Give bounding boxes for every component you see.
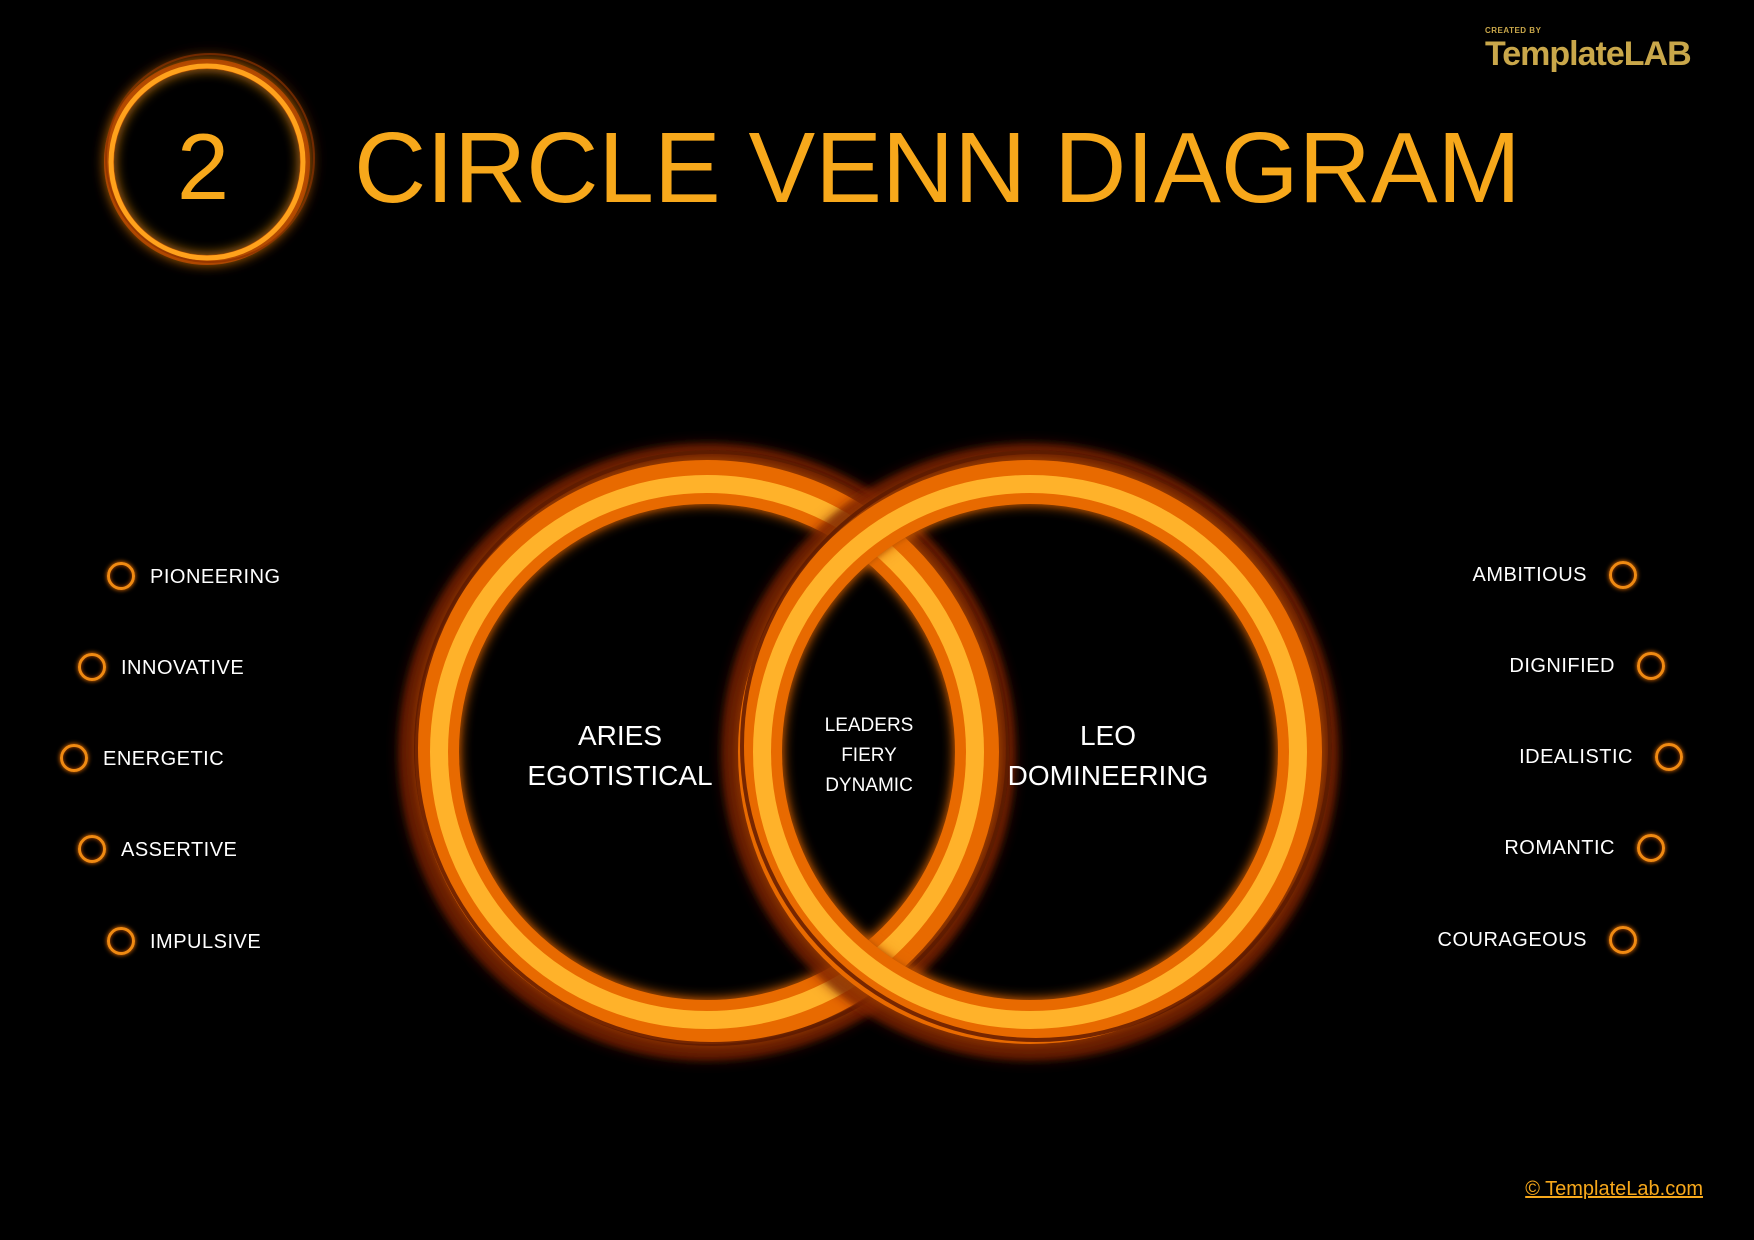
ring-bullet-icon bbox=[1655, 743, 1683, 771]
ring-bullet-icon bbox=[107, 562, 135, 590]
page-title: CIRCLE VENN DIAGRAM bbox=[354, 112, 1521, 224]
ring-bullet-icon bbox=[107, 927, 135, 955]
right-circle-trait: DOMINEERING bbox=[1007, 760, 1209, 791]
intersection-line-3: DYNAMIC bbox=[825, 775, 913, 796]
ring-bullet-icon bbox=[1609, 561, 1637, 589]
intersection-line-2: FIERY bbox=[841, 745, 897, 766]
left-circle-aries bbox=[399, 444, 1015, 1060]
logo-created-by: CREATED BY bbox=[1485, 26, 1542, 35]
left-circle-trait: EGOTISTICAL bbox=[527, 760, 713, 791]
right-circle-title: LEO bbox=[1079, 720, 1137, 751]
right-list-item: IDEALISTIC bbox=[1519, 746, 1633, 768]
left-list-item: ENERGETIC bbox=[103, 748, 225, 770]
right-list-item: AMBITIOUS bbox=[1472, 564, 1587, 586]
left-list-item: IMPULSIVE bbox=[150, 931, 262, 953]
right-list-item: DIGNIFIED bbox=[1509, 655, 1615, 677]
ring-bullet-icon bbox=[60, 744, 88, 772]
diagram-number: 2 bbox=[176, 114, 230, 219]
right-list-item: COURAGEOUS bbox=[1437, 929, 1587, 951]
logo-name: TemplateLAB bbox=[1485, 35, 1692, 73]
right-list-item: ROMANTIC bbox=[1504, 837, 1615, 859]
templatelab-footer-link[interactable]: © TemplateLab.com bbox=[1525, 1178, 1703, 1200]
ring-bullet-icon bbox=[1609, 926, 1637, 954]
ring-bullet-icon bbox=[1637, 652, 1665, 680]
right-circle-leo bbox=[722, 444, 1338, 1060]
title-ring-icon bbox=[104, 53, 315, 265]
templatelab-logo[interactable]: CREATED BY TemplateLAB bbox=[1485, 26, 1705, 72]
ring-bullet-icon bbox=[78, 653, 106, 681]
intersection-line-1: LEADERS bbox=[824, 715, 914, 736]
left-list-item: INNOVATIVE bbox=[121, 657, 245, 679]
left-circle-label: ARIES EGOTISTICAL bbox=[500, 716, 740, 796]
ring-bullet-icon bbox=[1637, 834, 1665, 862]
intersection-label: LEADERS FIERY DYNAMIC bbox=[809, 711, 929, 801]
left-list-item: PIONEERING bbox=[150, 566, 281, 588]
left-circle-title: ARIES bbox=[577, 720, 663, 751]
left-list-item: ASSERTIVE bbox=[121, 839, 238, 861]
right-circle-label: LEO DOMINEERING bbox=[988, 716, 1228, 796]
ring-bullet-icon bbox=[78, 835, 106, 863]
